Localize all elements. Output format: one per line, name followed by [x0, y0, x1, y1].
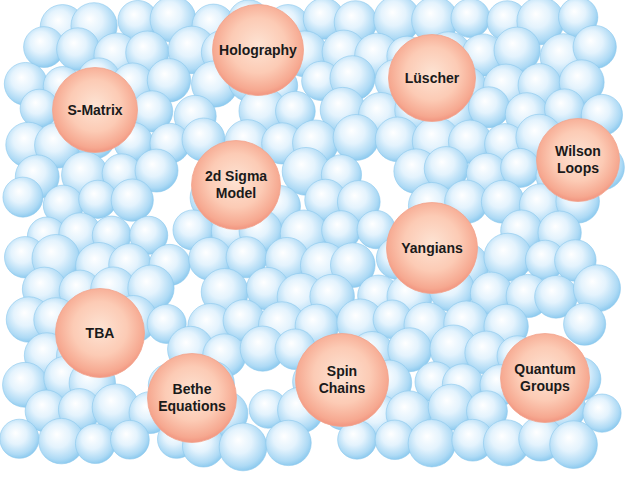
blue-bubble [0, 419, 39, 458]
topic-circle: Yangians [386, 202, 478, 294]
blue-bubble [219, 423, 267, 471]
topic-circle-fill [296, 334, 389, 427]
blue-bubble [3, 177, 43, 217]
topic-text-wrap: 2d Sigma Model [191, 140, 281, 230]
topic-circle: Bethe Equations [147, 353, 237, 443]
topic-circle: TBA [55, 288, 145, 378]
topic-circle-fill [213, 5, 304, 96]
topic-label: Holography [219, 42, 297, 59]
topic-text-wrap: Bethe Equations [147, 353, 237, 443]
blue-bubble [408, 420, 455, 467]
topic-text-wrap: Wilson Loops [536, 118, 620, 202]
topic-text-wrap: S-Matrix [52, 67, 138, 153]
topic-circle-fill [53, 68, 138, 153]
blue-bubble [451, 0, 490, 38]
topic-label: Quantum Groups [509, 361, 581, 395]
topic-circle-fill [56, 289, 145, 378]
topic-circle-fill [148, 354, 237, 443]
topic-text-wrap: Spin Chains [295, 333, 389, 427]
blue-bubble [111, 179, 153, 221]
topic-circle-fill [387, 203, 478, 294]
topic-circle: 2d Sigma Model [191, 140, 281, 230]
topic-circle-fill [389, 35, 476, 122]
blue-bubble [266, 420, 311, 465]
blue-bubble [333, 114, 379, 160]
topic-circle: Holography [212, 4, 304, 96]
blue-bubble [550, 421, 598, 469]
topic-text-wrap: Holography [212, 4, 304, 96]
topic-label: 2d Sigma Model [201, 168, 271, 202]
topic-circle: Lüscher [388, 34, 476, 122]
topic-circle-fill [501, 334, 590, 423]
topic-circle: Wilson Loops [536, 118, 620, 202]
topic-label: Yangians [401, 240, 462, 257]
topic-circle-fill [537, 119, 620, 202]
topic-circle-fill [192, 141, 281, 230]
topic-circle: Spin Chains [295, 333, 389, 427]
topic-label: TBA [86, 325, 115, 342]
topic-text-wrap: Yangians [386, 202, 478, 294]
blue-bubble [111, 420, 150, 459]
topic-label: Bethe Equations [152, 381, 232, 415]
topic-text-wrap: TBA [55, 288, 145, 378]
topic-text-wrap: Lüscher [388, 34, 476, 122]
topic-label: Spin Chains [312, 363, 372, 397]
blue-bubble [75, 424, 115, 464]
topic-label: Wilson Loops [548, 143, 608, 177]
topic-circle: Quantum Groups [500, 333, 590, 423]
topic-circle: S-Matrix [52, 67, 138, 153]
blue-bubble [564, 303, 606, 345]
topic-text-wrap: Quantum Groups [500, 333, 590, 423]
topic-label: Lüscher [405, 70, 459, 87]
topic-label: S-Matrix [67, 102, 122, 119]
